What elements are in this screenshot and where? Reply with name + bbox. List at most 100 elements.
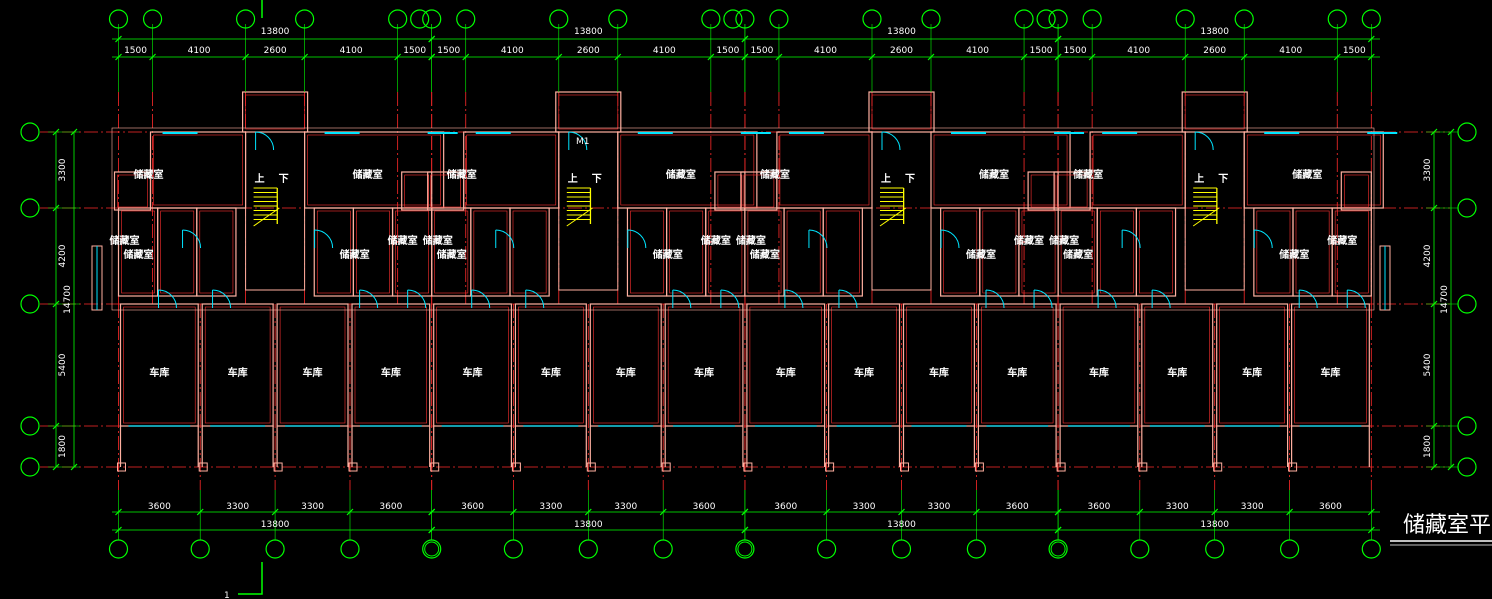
axis-bubble-bottom: [653, 539, 673, 559]
garage-wall-inner: [981, 306, 1054, 424]
lower-storage-wall-inner: [356, 210, 390, 294]
top-part-dim: 4100: [501, 46, 524, 56]
side-total-dim-left: 14700: [63, 285, 73, 314]
storage-door-swing: [985, 289, 1005, 309]
axis-bubble-right: [1457, 457, 1477, 477]
top-total-dim: 13800: [1200, 27, 1229, 37]
bottom-part-dim: 3300: [226, 502, 249, 512]
lower-storage-wall: [1135, 207, 1177, 297]
stair-label-up: 上: [1194, 172, 1204, 185]
axis-bubble-top: [1048, 9, 1068, 29]
axis-bubble-top: [142, 9, 163, 29]
storage-door-swing: [495, 229, 515, 249]
lower-storage-wall-inner: [1139, 210, 1173, 294]
bottom-part-dim: 3600: [693, 502, 716, 512]
axis-bubble-left: [20, 457, 40, 477]
garage-column: [974, 462, 984, 472]
top-total-dim: 13800: [887, 27, 916, 37]
bottom-total-dim: 13800: [574, 520, 603, 530]
drawing-text: 上下储藏室储藏室储藏室储藏室储藏室储藏室车库车库车库车库上下M1储藏室储藏室储藏…: [58, 27, 1450, 530]
axis-bubble-top: [388, 9, 408, 29]
bottom-part-dim: 3600: [1319, 502, 1342, 512]
axis-bubble-top: [769, 9, 789, 29]
lower-storage-wall: [196, 207, 237, 297]
side-part-dim-left: 1800: [58, 435, 68, 458]
axis-bubble-bottom: [817, 539, 837, 559]
storage-door-swing: [940, 229, 960, 249]
side-part-dim-left: 3300: [58, 158, 68, 181]
bottom-total-dim: 13800: [1200, 520, 1229, 530]
axis-bubble-left: [20, 122, 40, 142]
upper-storage-right-wall-inner: [307, 134, 441, 206]
axis-bubble-top: [735, 9, 755, 29]
axis-bubble-left: [20, 416, 40, 436]
garage-wall-inner: [749, 306, 822, 424]
storage-door-swing: [1152, 289, 1171, 309]
top-total-dim: 13800: [261, 27, 290, 37]
bottom-part-dim: 3300: [539, 502, 562, 512]
stair-label-up: 上: [568, 172, 578, 185]
room-label-lower-storage: 储藏室: [387, 234, 418, 247]
bottom-part-dim: 3600: [1006, 502, 1029, 512]
garage-wall-inner: [1062, 306, 1136, 424]
room-label-garage: 车库: [694, 366, 714, 379]
garage-wall-inner: [204, 306, 271, 424]
axis-bubble-top: [608, 9, 628, 29]
dimension-tick: [741, 526, 749, 534]
storage-door-swing: [1254, 229, 1273, 249]
lower-storage-wall-inner: [434, 210, 469, 294]
lower-storage-wall-inner: [669, 210, 704, 294]
room-label-garage: 车库: [1089, 366, 1109, 379]
lower-storage-wall: [822, 207, 863, 297]
bottom-total-dim: 13800: [887, 520, 916, 530]
lower-storage-wall-inner: [786, 210, 821, 294]
axis-bubble-top: [295, 9, 315, 29]
stair-break-line: [253, 207, 280, 227]
dimension-tick: [1054, 526, 1062, 534]
axis-bubble-bottom: [1130, 539, 1150, 559]
room-label-lower-storage: 储藏室: [339, 248, 370, 261]
storage-door-swing: [672, 289, 692, 309]
lower-storage-wall: [509, 207, 550, 297]
dimension-tick: [70, 128, 78, 136]
axis-bubble-top: [422, 9, 442, 29]
side-niche-left-inner: [117, 174, 148, 208]
axis-bubble-top-pair: [1036, 9, 1056, 29]
lower-storage-wall-inner: [630, 210, 664, 294]
upper-storage-right-wall-inner: [620, 134, 755, 206]
garage-wall-inner: [123, 306, 196, 424]
stair-entry-wall-inner: [245, 94, 305, 130]
garage-column: [348, 462, 358, 472]
stair-label-down: 下: [592, 173, 602, 185]
garage-column: [1138, 462, 1148, 472]
stair-break-line: [879, 207, 907, 227]
side-part-dim-right: 5400: [1423, 353, 1433, 376]
lower-storage-wall-inner: [473, 210, 508, 294]
side-niche-right-inner: [1344, 174, 1369, 208]
storage-door-swing: [784, 289, 804, 309]
top-part-dim: 1500: [1064, 46, 1087, 56]
upper-storage-left-wall-inner: [153, 134, 243, 206]
lower-storage-wall-inner: [395, 210, 429, 294]
side-part-dim-right: 4200: [1423, 244, 1433, 267]
axis-bubble-top: [1082, 9, 1102, 29]
dimension-tick: [115, 526, 122, 534]
top-part-dim: 1500: [750, 46, 773, 56]
bottom-part-dim: 3300: [301, 502, 324, 512]
room-label-lower-storage: 储藏室: [1013, 234, 1044, 247]
axis-bubble-top: [1234, 9, 1254, 29]
axis-bubble-right: [1457, 122, 1477, 142]
side-part-dim-right: 1800: [1423, 435, 1433, 458]
axis-bubble-bottom: [1361, 539, 1381, 559]
bottom-part-dim: 3600: [461, 502, 484, 512]
storage-door-swing: [627, 229, 647, 249]
room-label-garage: 车库: [1007, 366, 1027, 379]
axis-bubble-top: [235, 9, 256, 29]
entry-door-swing: [568, 131, 588, 151]
room-label-garage: 车库: [1320, 366, 1340, 379]
axis-bubble-bottom: [190, 539, 210, 559]
side-niche-left: [1053, 171, 1091, 211]
garage-column: [1213, 462, 1223, 472]
lower-storage-wall-inner: [199, 210, 234, 294]
